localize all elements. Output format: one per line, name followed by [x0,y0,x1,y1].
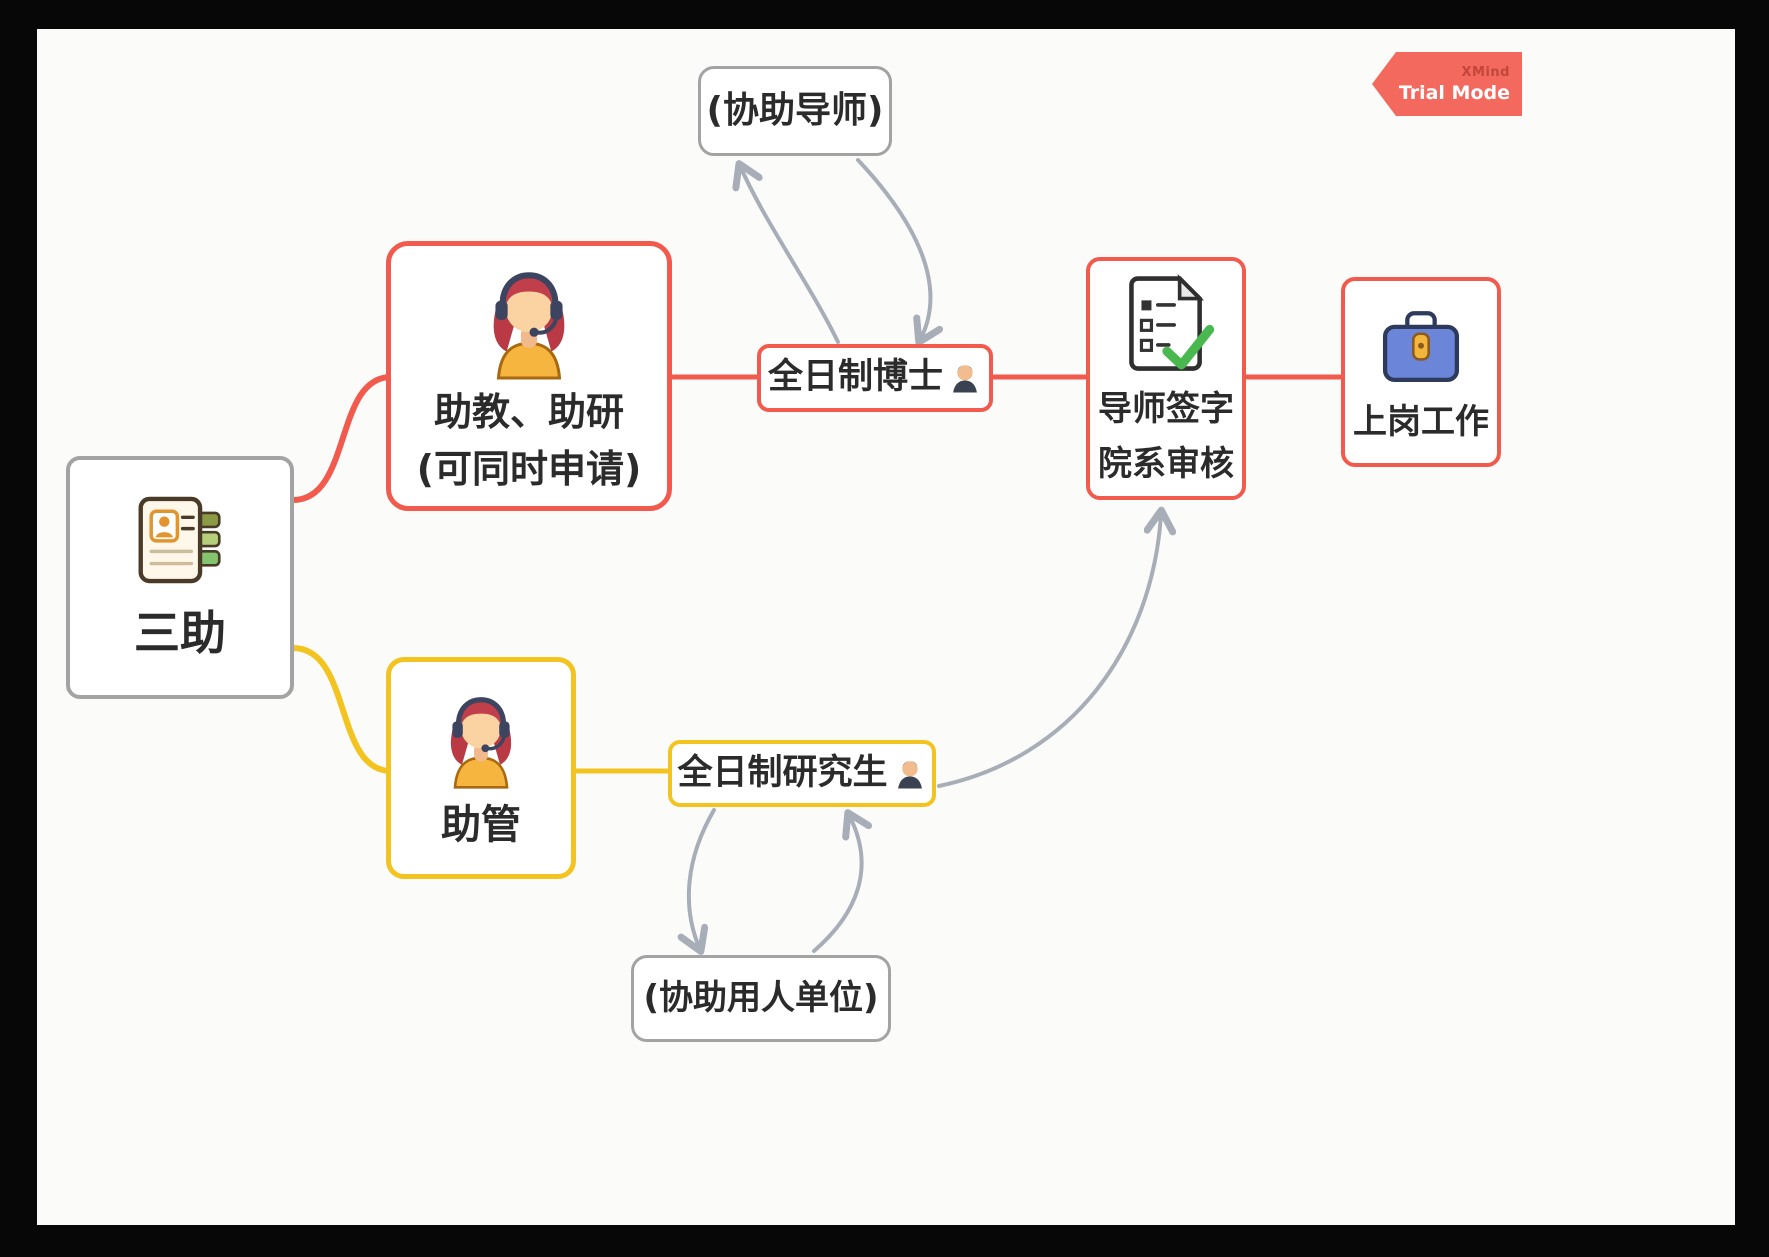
node-label: (协助导师) [706,89,884,131]
assistant-headset-icon [468,258,590,380]
trial-mode-label: Trial Mode [1398,81,1510,104]
node-admin-assistant[interactable]: 助管 [386,657,576,879]
node-label: 助管 [441,802,521,848]
node-review-signoff[interactable]: 导师签字 院系审核 [1086,257,1246,500]
node-fulltime-grad[interactable]: 全日制研究生 [668,740,936,807]
assistant-headset-icon [429,685,533,789]
person-silhouette-icon [948,361,982,395]
xmind-logo-text: XMind [1461,64,1510,80]
node-label: 上岗工作 [1353,401,1489,442]
node-ta-ra[interactable]: 助教、助研 (可同时申请) [386,241,672,511]
node-label-line2: 院系审核 [1098,443,1234,484]
xmind-trial-badge: XMind Trial Mode [1372,52,1522,116]
node-label: 全日制研究生 [677,752,888,793]
node-start-work[interactable]: 上岗工作 [1341,277,1501,467]
node-label-line1: 助教、助研 [433,389,624,434]
node-label-line1: 导师签字 [1098,389,1234,430]
node-sanzhu-root[interactable]: 三助 [66,456,294,699]
briefcase-icon [1374,300,1468,388]
checklist-icon [1116,271,1216,377]
node-assist-employer[interactable]: (协助用人单位) [631,955,891,1042]
node-label: 全日制博士 [767,357,943,398]
node-assist-supervisor[interactable]: (协助导师) [698,66,892,156]
id-card-icon [132,492,228,588]
node-label-line2: (可同时申请) [416,447,642,491]
node-fulltime-phd[interactable]: 全日制博士 [757,344,993,412]
node-label: (协助用人单位) [643,978,879,1019]
node-label: 三助 [134,605,226,660]
person-silhouette-icon [893,757,927,791]
